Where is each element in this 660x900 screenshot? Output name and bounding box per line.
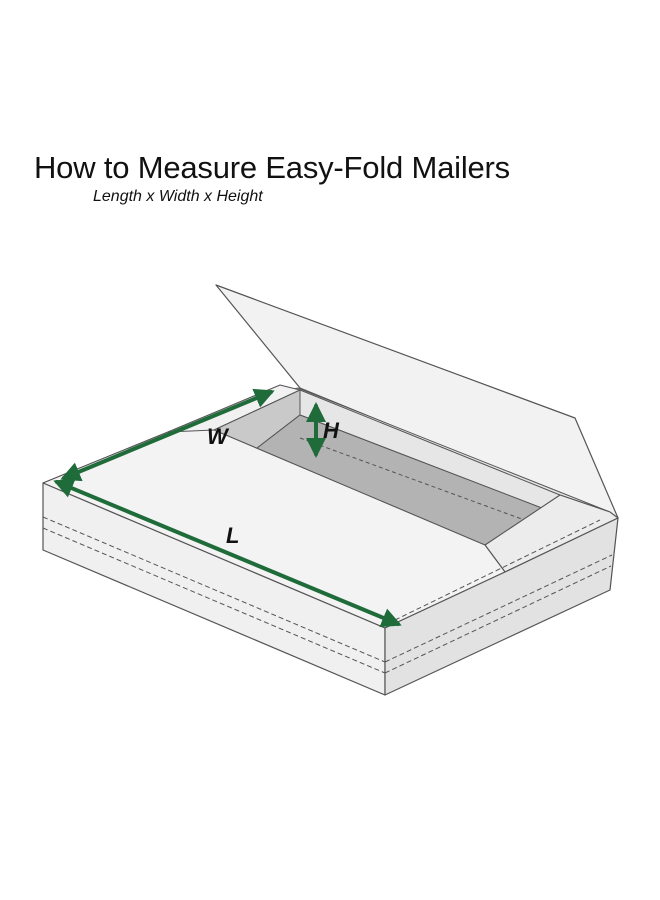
score-line-right-lower (384, 565, 612, 674)
box-right-face (384, 517, 619, 696)
page-subtitle: Length x Width x Height (93, 188, 263, 205)
width-label: W (207, 424, 230, 449)
score-line-right-upper (384, 554, 613, 663)
height-label: H (323, 418, 340, 443)
length-arrow (53, 478, 402, 628)
page-title: How to Measure Easy-Fold Mailers (34, 150, 510, 185)
width-arrow (60, 388, 275, 482)
length-label: L (226, 523, 239, 548)
score-line-top-edge (394, 519, 601, 621)
